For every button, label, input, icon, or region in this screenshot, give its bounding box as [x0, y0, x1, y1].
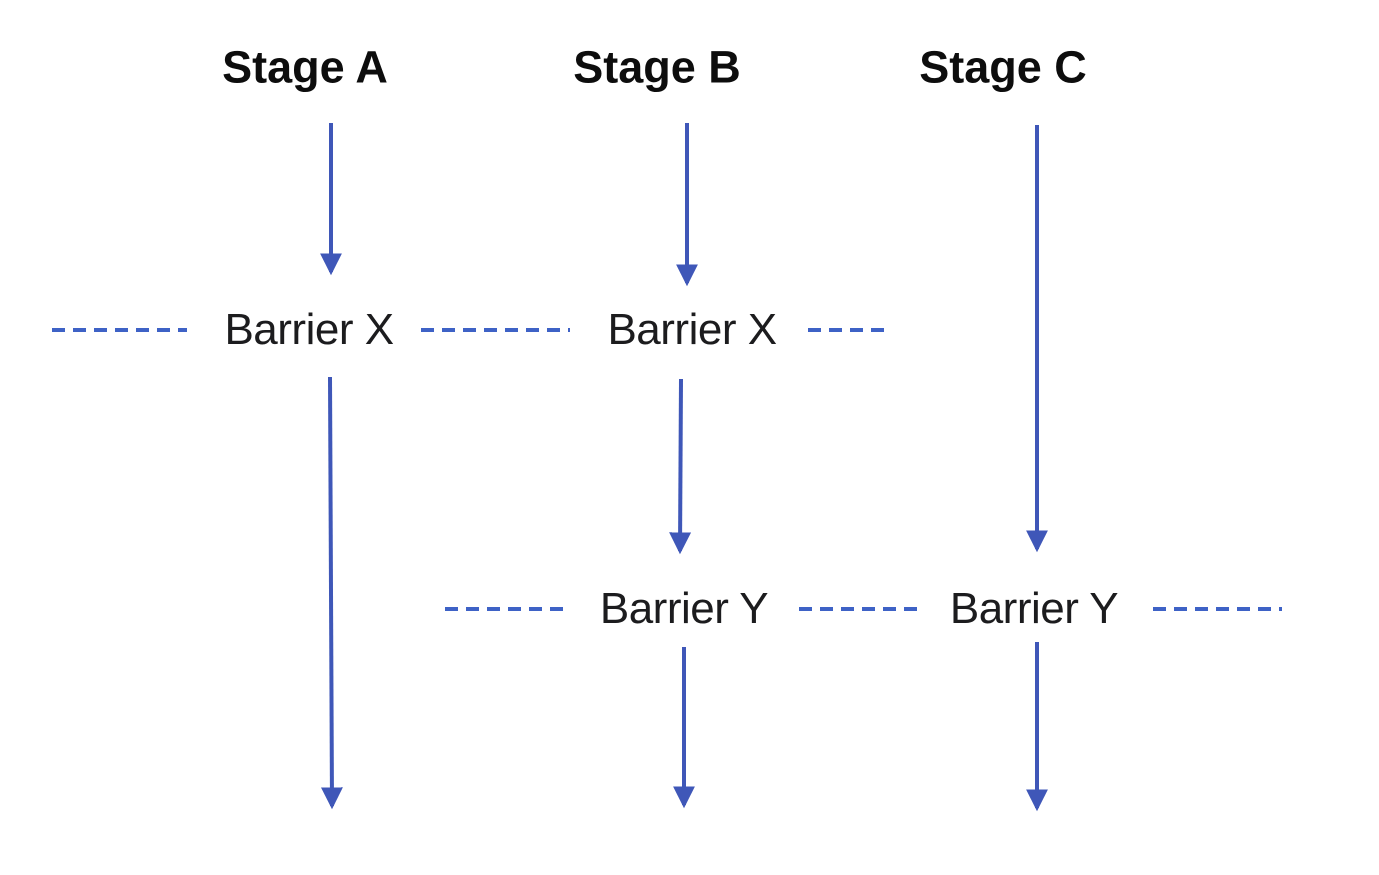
- barrier-y-label-2: Barrier Y: [949, 584, 1119, 633]
- stage-b-arrow-middle: [669, 378, 692, 555]
- barrier-y-label-1: Barrier Y: [599, 584, 769, 633]
- stage-b-label: Stage B: [573, 41, 741, 93]
- barrier-x-label-1: Barrier X: [224, 305, 394, 354]
- stage-a-arrow-lower: [320, 376, 343, 810]
- stage-c-label: Stage C: [919, 41, 1087, 93]
- barrier-x-label-2: Barrier X: [607, 305, 777, 354]
- stage-a-label: Stage A: [222, 41, 388, 93]
